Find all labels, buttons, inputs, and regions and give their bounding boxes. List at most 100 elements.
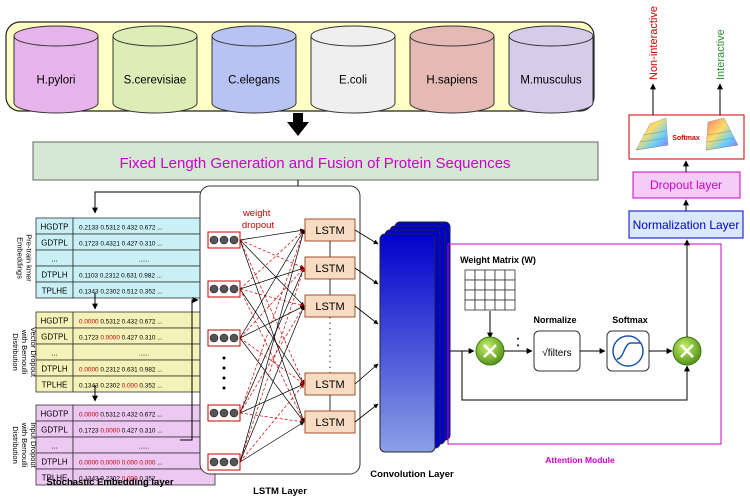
dataset-label: H.sapiens [426, 75, 477, 87]
dataset-label: M.musculus [520, 75, 582, 87]
lstm-to-conv-arrow [354, 403, 379, 423]
table-caption: Input Dropoutwith BernoulliDistribution [11, 422, 38, 469]
embedding-table: HGDTP 0.0000 0.5312 0.432 0.672 ... GDTPL 0… [11, 404, 216, 486]
convolution-stack [379, 221, 451, 453]
dropout-layer-label: Dropout layer [650, 178, 722, 192]
kmer-label: HGDTP [41, 317, 69, 326]
kmer-label: DTPLH [41, 271, 67, 280]
softmax-surface-icon-right [705, 117, 739, 151]
input-ellipsis-dot [222, 386, 226, 390]
normalize-label: Normalize [533, 315, 576, 325]
attention-module-label: Attention Module [545, 455, 615, 465]
kmer-label: DTPLH [41, 458, 67, 467]
input-ellipsis-dot [222, 366, 226, 370]
fusion-bar [32, 141, 599, 181]
embedding-table: HGDTP 0.0000 0.5312 0.432 0.672 ... GDTPL 0… [11, 311, 216, 393]
weight-dropout-word-1: weight [242, 208, 271, 219]
softmax-curve-icon [606, 330, 650, 372]
lstm-cell-label: LSTM [315, 301, 344, 313]
lstm-layer-label: LSTM Layer [253, 486, 307, 497]
lstm-cell-label: LSTM [315, 379, 344, 391]
embedding-values: 0.1343 0.2302 0.000 0.352 ... [79, 476, 163, 483]
embedding-values: 0.1343 0.2302 0.000 0.352 ... [79, 383, 163, 390]
dataset-cylinder: S.cerevisiae [112, 25, 198, 114]
lstm-cell: LSTM [304, 256, 356, 280]
input-ellipsis-dot [222, 356, 226, 360]
attention-softmax-label: Softmax [612, 315, 648, 325]
dataset-cylinder: H.pylori [13, 25, 99, 114]
weight-matrix-label: Weight Matrix (W) [460, 255, 536, 265]
dataset-cylinder: C.elegans [211, 25, 297, 114]
input-ellipsis-dot [222, 376, 226, 380]
lstm-input-vector [207, 231, 241, 249]
embedding-values: ...... [139, 257, 150, 264]
lstm-input-vector [207, 329, 241, 347]
softmax-surface-icon-left [635, 117, 669, 151]
embedding-values: 0.1343 0.2302 0.512 0.352 ... [79, 289, 163, 296]
interactive-label: Interactive [715, 29, 727, 80]
weight-dropout-label: weight dropout [242, 208, 275, 231]
lstm-input-vector [207, 453, 241, 471]
table-caption: Pre-train kmerEmbeddings [16, 234, 34, 282]
weight-dropout-word-2: dropout [242, 220, 275, 231]
lstm-cell-label: LSTM [315, 263, 344, 275]
embedding-values: 0.0000 0.5312 0.432 0.672 ... [79, 319, 163, 326]
embedding-values: 0.1723 0.0000 0.427 0.310 ... [79, 428, 163, 435]
kmer-label: HGDTP [41, 223, 69, 232]
lstm-input-vector [207, 404, 241, 422]
dataset-cylinder: M.musculus [508, 25, 594, 114]
embedding-values: ...... [139, 351, 150, 358]
attention-module [447, 243, 722, 445]
lstm-cell-label: LSTM [315, 417, 344, 429]
kmer-label: TPLHE [42, 287, 68, 296]
lstm-cell: LSTM [304, 294, 356, 318]
embedding-values: 0.0000 0.0000 0.000 0.000 ... [79, 460, 163, 467]
kmer-label: DTPLH [41, 365, 67, 374]
lstm-network: LSTM LSTM LSTM LSTM LSTM [207, 218, 379, 471]
multiply-node-1 [475, 336, 505, 366]
embedding-values: 0.1723 0.0000 0.427 0.310 ... [79, 335, 163, 342]
kmer-label: HGDTP [41, 410, 69, 419]
embedding-to-lstm-arrow [180, 297, 199, 441]
filters-label: √filters [542, 347, 571, 359]
kmer-label: TPLHE [42, 381, 68, 390]
non-interactive-label: Non-interactive [648, 6, 660, 80]
normalization-layer-label: Normalization Layer [633, 218, 740, 232]
dataset-label: S.cerevisiae [124, 75, 187, 87]
dataset-cylinder: H.sapiens [409, 25, 495, 114]
embedding-values: 0.0000 0.2312 0.631 0.982 ... [79, 367, 163, 374]
kmer-label: ... [51, 442, 58, 451]
lstm-input-vector [207, 280, 241, 298]
kmer-label: GDTPL [41, 426, 68, 435]
lstm-connections [239, 228, 306, 463]
lstm-cell: LSTM [304, 218, 356, 242]
embedding-values: 0.2133 0.5312 0.432 0.672 ... [79, 225, 163, 232]
lstm-cell: LSTM [304, 372, 356, 396]
kmer-label: GDTPL [41, 333, 68, 342]
lstm-cell: LSTM [304, 410, 356, 434]
dataset-to-fusion-arrow [287, 113, 309, 136]
lstm-cell-label: LSTM [315, 225, 344, 237]
dropout-layer-box [632, 171, 741, 199]
output-softmax-label: Softmax [672, 135, 700, 142]
dataset-label: E.coli [339, 75, 367, 87]
table-caption: Vector Dropoutwith BernoulliDistribution [11, 327, 38, 378]
embedding-tables: HGDTP 0.2133 0.5312 0.432 0.672 ... GDTPL 0… [11, 217, 216, 486]
dataset-cylinder: E.coli [310, 25, 396, 114]
dataset-label: H.pylori [37, 75, 76, 87]
residual-path [461, 351, 690, 401]
weight-matrix-grid [464, 269, 516, 311]
lstm-to-conv-arrow [354, 229, 379, 245]
lstm-to-conv-arrow [354, 267, 379, 285]
lstm-to-conv-arrow [354, 305, 379, 325]
embedding-values: 0.1103 0.2312 0.631 0.982 ... [79, 273, 162, 280]
embedding-values: 0.0000 0.5312 0.432 0.672 ... [79, 412, 163, 419]
kmer-label: ... [51, 255, 58, 264]
convolution-layer-label: Convolution Layer [370, 469, 454, 480]
embedding-values: ...... [139, 444, 150, 451]
kmer-label: ... [51, 349, 58, 358]
kmer-label: TPLHE [42, 474, 68, 483]
